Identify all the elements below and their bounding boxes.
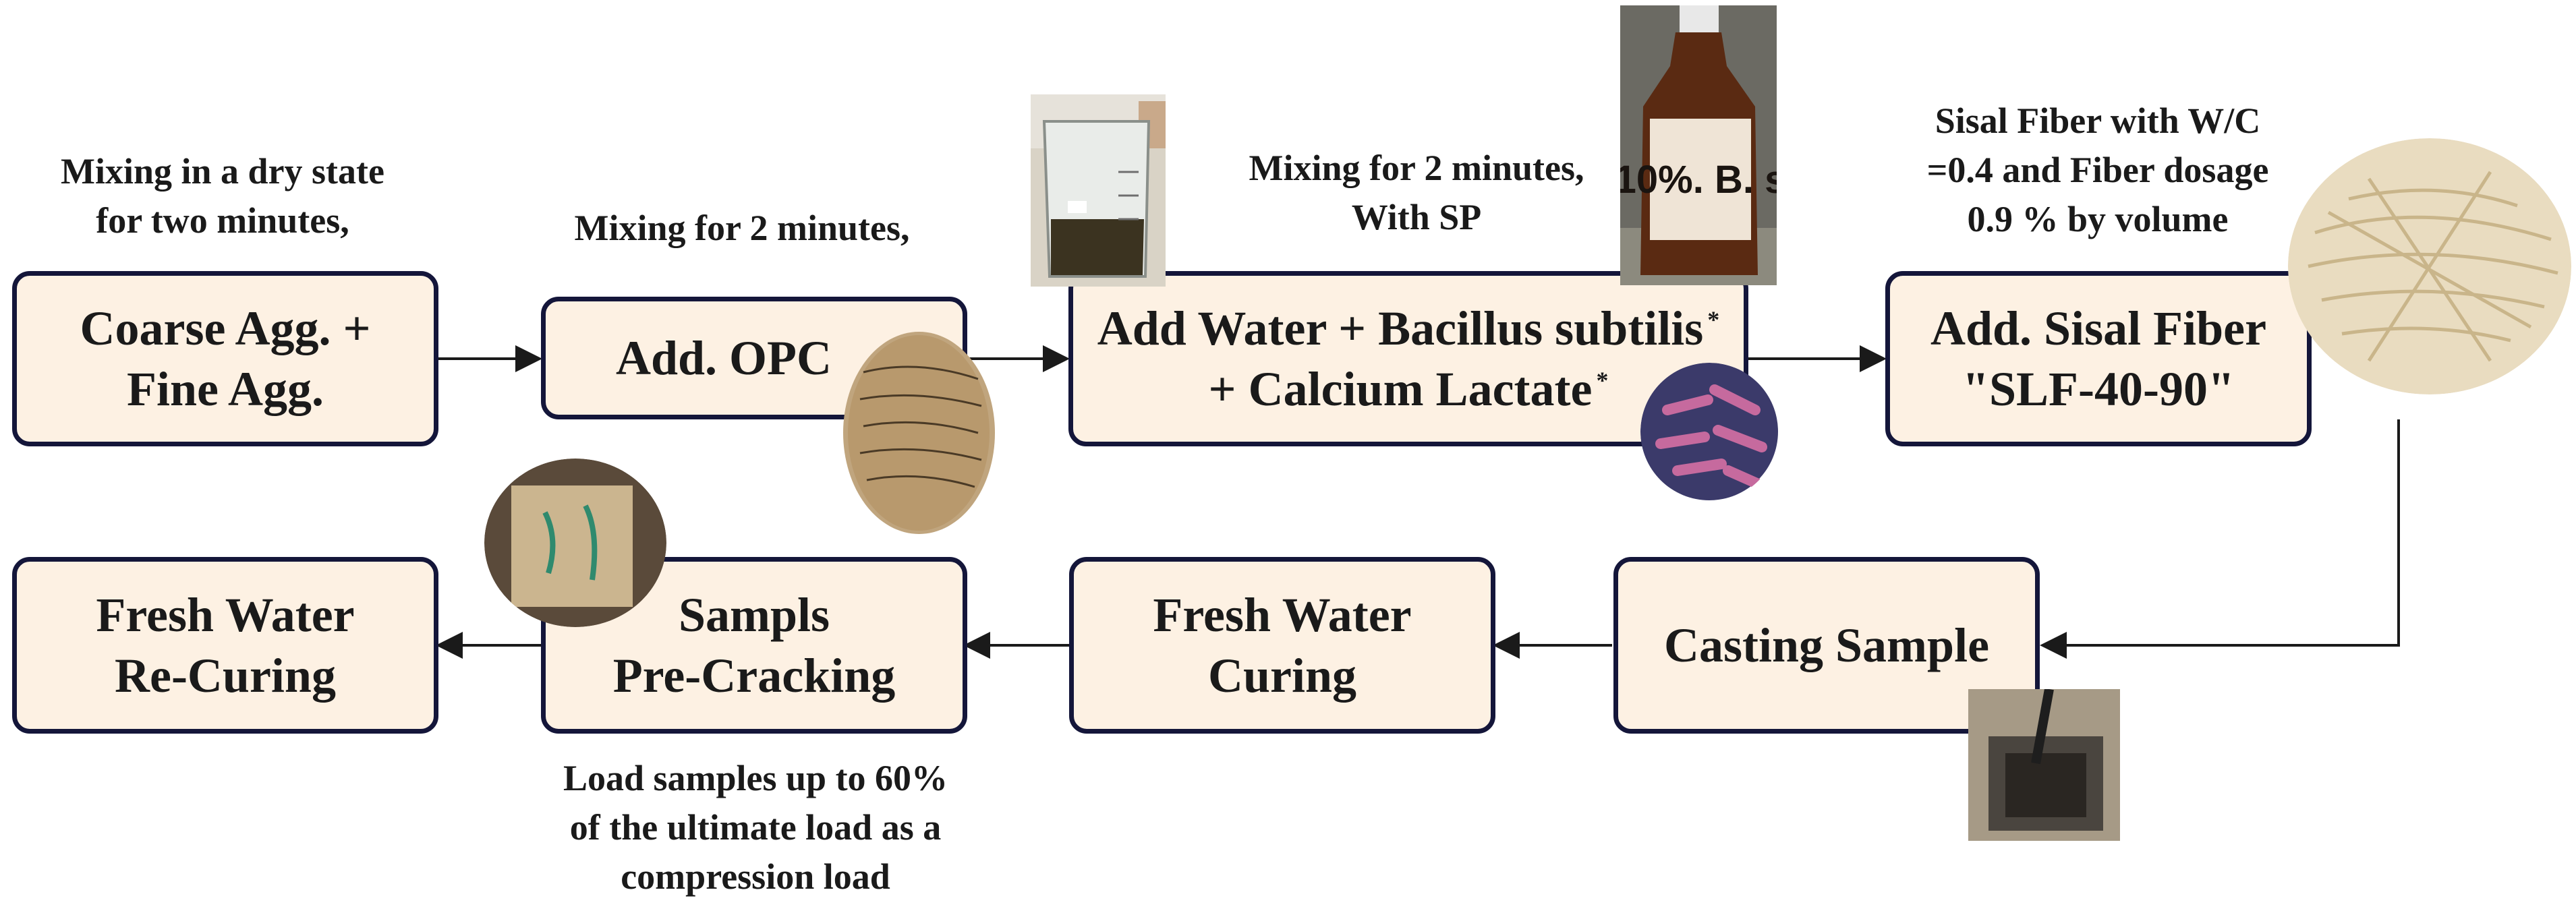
step-pre-cracking: Sampls Pre-Cracking [541,557,967,734]
step-label: Re-Curing [115,649,336,703]
note-opc-mix: Mixing for 2 minutes, [526,204,958,253]
cement-bag-photo [843,332,995,534]
step-fresh-water-curing: Fresh Water Curing [1069,557,1495,734]
step-add-sisal-fiber: Add. Sisal Fiber "SLF-40-90" [1885,271,2312,446]
note-line: for two minutes, [96,200,349,241]
step-label: Fresh Water [96,588,355,642]
note-line: 0.9 % by volume [1967,198,2229,239]
note-fiber: Sisal Fiber with W/C =0.4 and Fiber dosa… [1875,96,2320,244]
note-line: Load samples up to 60% [563,758,948,798]
note-line: With SP [1351,196,1482,237]
step-add-water: Add Water + Bacillus subtilis* + Calcium… [1068,271,1748,446]
step-label-text: Add Water + Bacillus subtilis [1097,301,1704,355]
bacillus-bottle-photo: 10%. B. s [1620,5,1777,285]
note-line: Mixing in a dry state [61,151,384,191]
step-label: Add Water + Bacillus subtilis* [1097,298,1720,359]
step-label: Casting Sample [1663,618,1990,672]
bacteria-photo [1640,363,1779,501]
sisal-fiber-photo [2288,138,2571,394]
step-label: Pre-Cracking [612,649,896,703]
note-line: =0.4 and Fiber dosage [1926,149,2269,190]
note-sp-mix: Mixing for 2 minutes, With SP [1207,144,1626,242]
note-line: Mixing for 2 minutes, [574,208,910,248]
step-label: Curing [1207,649,1357,703]
cracked-cube-photo [484,459,666,627]
note-load: Load samples up to 60% of the ultimate l… [519,754,992,902]
beaker-photo [1031,94,1166,287]
step-label: Coarse Agg. + [80,301,371,355]
step-label: + Calcium Lactate* [1209,359,1609,419]
step-label: "SLF-40-90" [1962,362,2235,416]
step-label-text: + Calcium Lactate [1208,362,1593,416]
bottle-label-text: 10%. B. s [1620,158,1777,202]
mold-photo [1968,689,2120,841]
note-line: compression load [621,856,890,897]
footnote-mark: * [1596,367,1609,394]
arrow-sisal-to-casting [2040,419,2400,659]
note-dry-mix: Mixing in a dry state for two minutes, [27,147,418,245]
step-label: Add. Sisal Fiber [1930,301,2267,355]
step-label: Add. OPC [615,331,832,385]
step-label: Fresh Water [1153,588,1412,642]
step-coarse-fine-agg: Coarse Agg. + Fine Agg. [12,271,438,446]
footnote-mark: * [1707,306,1720,333]
step-fresh-water-re-curing: Fresh Water Re-Curing [12,557,438,734]
note-line: Sisal Fiber with W/C [1935,100,2261,141]
step-label: Sampls [678,588,830,642]
note-line: Mixing for 2 minutes, [1249,148,1584,188]
step-label: Fine Agg. [126,362,324,416]
note-line: of the ultimate load as a [569,806,942,848]
